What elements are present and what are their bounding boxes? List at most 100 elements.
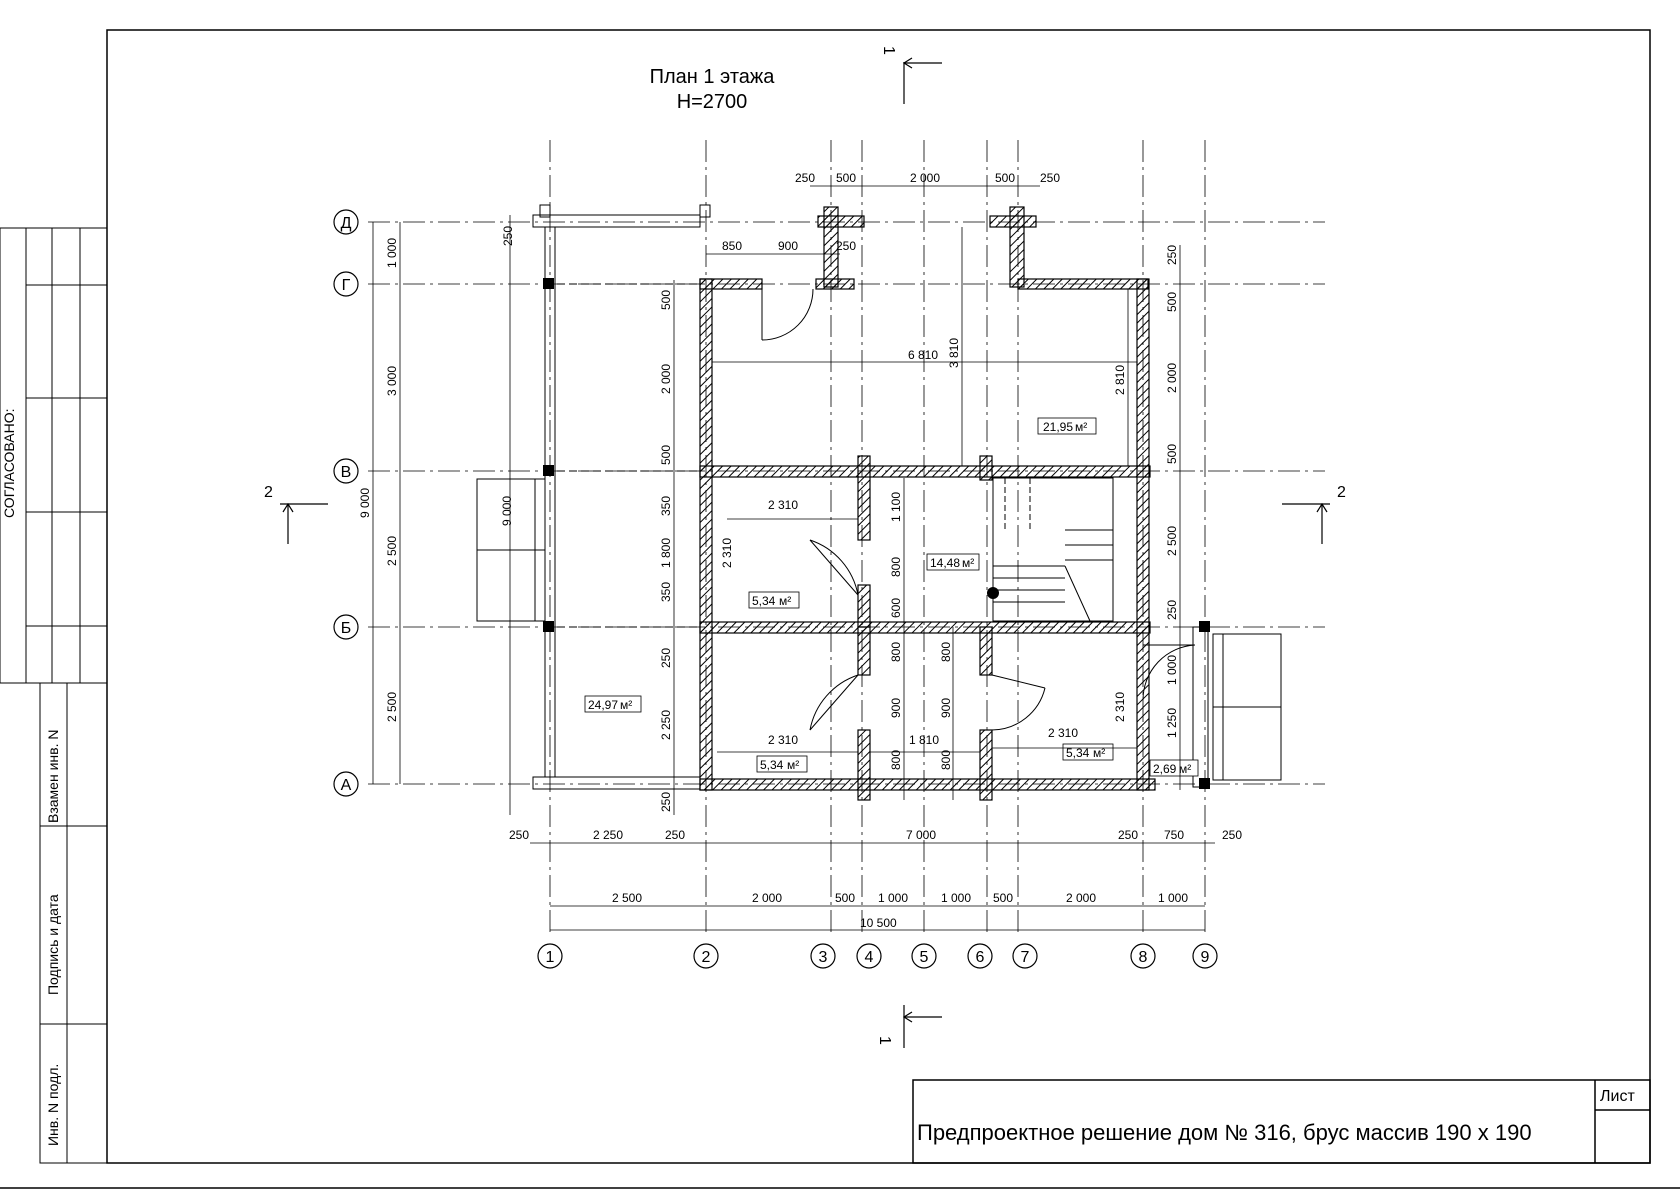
axis-label-8: 8 <box>1139 949 1148 966</box>
left-stamp <box>0 227 108 1164</box>
dim-center-3: 1 100 <box>889 492 903 522</box>
dim-bottom-total: 10 500 <box>860 916 897 930</box>
dim-center-11: 800 <box>939 750 953 770</box>
dim-center-9: 900 <box>939 698 953 718</box>
room-area-5: 5,34 <box>760 758 784 772</box>
dim-bottom-row1-2: 2 250 <box>593 828 623 842</box>
dim-bottom-row2-4: 1 000 <box>878 891 908 905</box>
room-area-4: 24,97 <box>588 698 618 712</box>
dimension-lines <box>372 185 1215 931</box>
dim-room-depth2: 2 810 <box>1113 365 1127 395</box>
dim-left-total: 9 000 <box>358 488 372 518</box>
dim-top-3: 2 000 <box>910 171 940 185</box>
stairs <box>992 477 1114 622</box>
dim-left-inner-8: 250 <box>659 648 673 668</box>
section-2-left-label: 2 <box>264 484 273 501</box>
dim-bottom-row2-7: 2 000 <box>1066 891 1096 905</box>
dim-center-4: 800 <box>889 557 903 577</box>
column-posts <box>543 278 1210 789</box>
dim-left-inner-6: 1 800 <box>659 538 673 568</box>
dim-inner-top-1: 850 <box>722 239 742 253</box>
room-area-3: 5,34 <box>752 594 776 608</box>
dim-top-1: 250 <box>795 171 815 185</box>
dim-center-7: 800 <box>939 642 953 662</box>
dim-center-6: 800 <box>889 642 903 662</box>
dim-bottom-row2-6: 500 <box>993 891 1013 905</box>
dim-left-outer-1: 1 000 <box>385 238 399 268</box>
dim-top-5: 250 <box>1040 171 1060 185</box>
room-area-7: 2,69 <box>1153 762 1177 776</box>
axis-label-V: В <box>341 464 352 481</box>
dim-left-outer-4: 2 500 <box>385 692 399 722</box>
dim-left-inner-3: 2 000 <box>659 364 673 394</box>
dim-center-15: 2 310 <box>1113 692 1127 722</box>
dim-left-inner-5: 350 <box>659 496 673 516</box>
axis-label-A: А <box>341 777 352 794</box>
axis-label-D: Д <box>341 215 352 232</box>
dim-inner-top-2: 900 <box>778 239 798 253</box>
dim-right-3: 2 000 <box>1165 363 1179 393</box>
dim-inner-top-3: 250 <box>836 239 856 253</box>
dim-center-14: 2 310 <box>1048 726 1078 740</box>
dim-bottom-row2-1: 2 500 <box>612 891 642 905</box>
dim-room-length: 6 810 <box>908 348 938 362</box>
section-1-bottom-label: 1 <box>876 1036 893 1045</box>
dim-left-porch: 9 000 <box>500 496 514 526</box>
dim-left-inner-7: 350 <box>659 582 673 602</box>
axis-grid <box>368 140 1325 935</box>
dim-bottom-row2-3: 500 <box>835 891 855 905</box>
room-unit-4: м² <box>620 698 632 712</box>
dim-right-5: 2 500 <box>1165 526 1179 556</box>
axis-label-4: 4 <box>865 949 874 966</box>
replace-inv-label: Взамен инв. N <box>45 730 61 823</box>
axis-label-B: Б <box>341 620 352 637</box>
dim-bottom-row1-6: 750 <box>1164 828 1184 842</box>
dim-center-12: 2 310 <box>768 733 798 747</box>
doors <box>761 288 1196 731</box>
section-mark-1-top <box>902 57 942 104</box>
dim-top-4: 500 <box>995 171 1015 185</box>
inv-orig-label: Инв. N подл. <box>45 1064 61 1146</box>
dim-center-5: 600 <box>889 598 903 618</box>
dim-left-inner-1: 250 <box>501 226 515 246</box>
sign-date-label: Подпись и дата <box>45 894 61 995</box>
room-area-2: 14,48 <box>930 556 960 570</box>
room-unit-7: м² <box>1179 762 1191 776</box>
dim-bottom-row1-3: 250 <box>665 828 685 842</box>
dim-bottom-row1-4: 7 000 <box>906 828 936 842</box>
room-unit-1: м² <box>1075 420 1087 434</box>
section-1-top-label: 1 <box>880 46 897 55</box>
room-labels <box>584 417 1199 777</box>
axis-label-6: 6 <box>976 949 985 966</box>
axis-label-1: 1 <box>546 949 555 966</box>
dim-bottom-row1-1: 250 <box>509 828 529 842</box>
dim-left-outer-3: 2 500 <box>385 536 399 566</box>
stair-marker <box>987 587 999 599</box>
dim-right-4: 500 <box>1165 444 1179 464</box>
dim-right-7: 1 000 <box>1165 655 1179 685</box>
dim-center-1: 2 310 <box>768 498 798 512</box>
room-unit-5: м² <box>787 758 799 772</box>
porch-steps-left <box>476 478 546 622</box>
sheet-label: Лист <box>1600 1088 1635 1105</box>
room-unit-2: м² <box>962 556 974 570</box>
walls <box>699 206 1156 801</box>
drawing-frame <box>106 29 1651 1164</box>
axis-label-2: 2 <box>702 949 711 966</box>
dim-room-depth: 3 810 <box>947 338 961 368</box>
room-area-6: 5,34 <box>1066 746 1090 760</box>
dim-left-inner-9: 2 250 <box>659 710 673 740</box>
dim-bottom-row2-5: 1 000 <box>941 891 971 905</box>
axis-label-9: 9 <box>1201 949 1210 966</box>
porch-steps-right <box>1192 626 1282 788</box>
axis-label-G: Г <box>342 277 351 294</box>
title-block-description: Предпроектное решение дом № 316, брус ма… <box>917 1120 1532 1145</box>
dim-right-2: 500 <box>1165 292 1179 312</box>
dim-right-8: 1 250 <box>1165 708 1179 738</box>
axis-label-7: 7 <box>1021 949 1030 966</box>
dim-bottom-row1-5: 250 <box>1118 828 1138 842</box>
axis-bubbles-horizontal <box>333 209 359 797</box>
section-mark-2-right <box>1282 502 1330 544</box>
dim-right-6: 250 <box>1165 600 1179 620</box>
